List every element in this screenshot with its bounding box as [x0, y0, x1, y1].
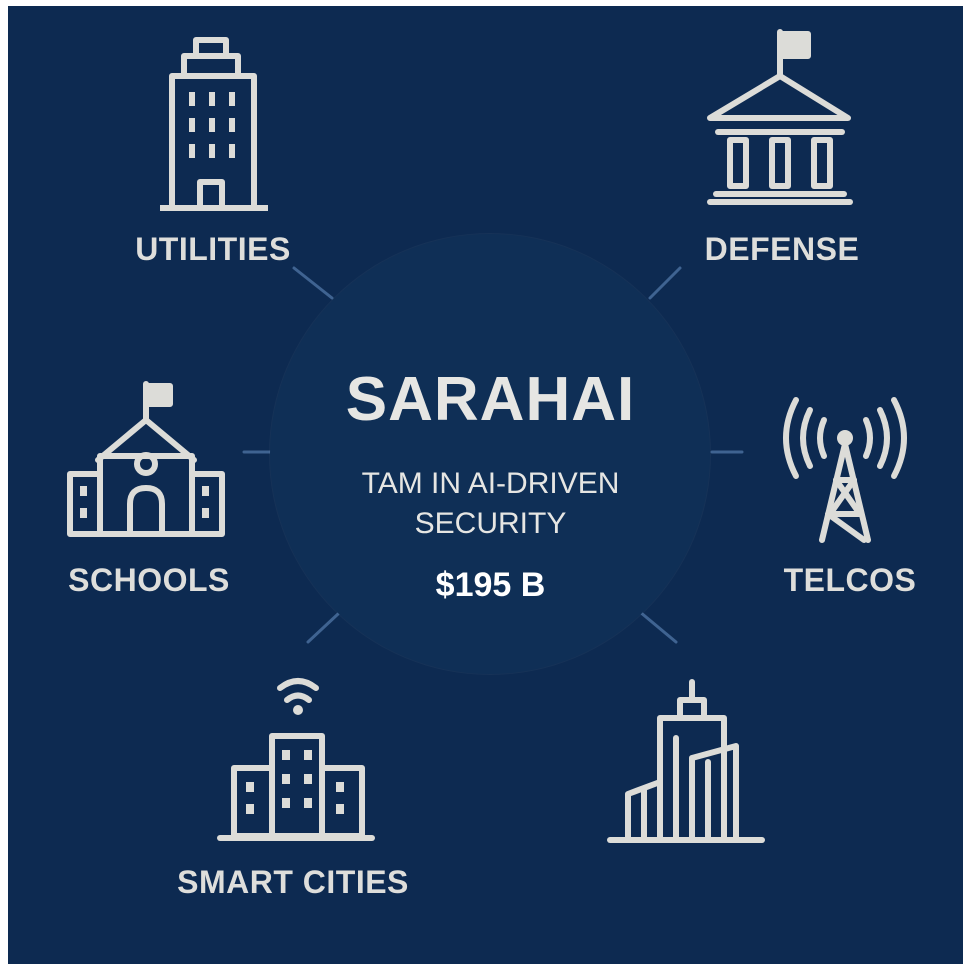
- office-building-icon: [160, 37, 268, 211]
- spoke-lines: [242, 266, 744, 644]
- center-subtitle-line1: TAM IN AI-DRIVEN: [361, 467, 620, 500]
- spoke-defense: [648, 266, 682, 300]
- school-icon: [67, 381, 225, 537]
- center-circle: [270, 234, 710, 674]
- center-title: SARAHAI: [345, 365, 636, 434]
- city-skyline-icon: [607, 679, 765, 843]
- segment-label-defense: DEFENSE: [704, 231, 860, 267]
- spoke-skyline: [638, 610, 678, 644]
- center-subtitle: TAM IN AI-DRIVEN SECURITY: [268, 464, 713, 544]
- segment-label-telcos: TELCOS: [783, 562, 917, 598]
- government-building-icon: [707, 29, 853, 205]
- tam-value: $195 B: [435, 566, 546, 604]
- cell-tower-icon: [783, 397, 907, 543]
- segment-label-smart-cities: SMART CITIES: [177, 864, 409, 900]
- smart-city-icon: [217, 678, 375, 841]
- spoke-utilities: [292, 266, 334, 300]
- center-subtitle-line2: SECURITY: [414, 507, 567, 540]
- spoke-smart-cities: [306, 612, 340, 644]
- segment-label-utilities: UTILITIES: [135, 231, 291, 267]
- segment-label-schools: SCHOOLS: [68, 562, 230, 598]
- diagram-canvas: SARAHAI TAM IN AI-DRIVEN SECURITY $195 B…: [8, 6, 963, 964]
